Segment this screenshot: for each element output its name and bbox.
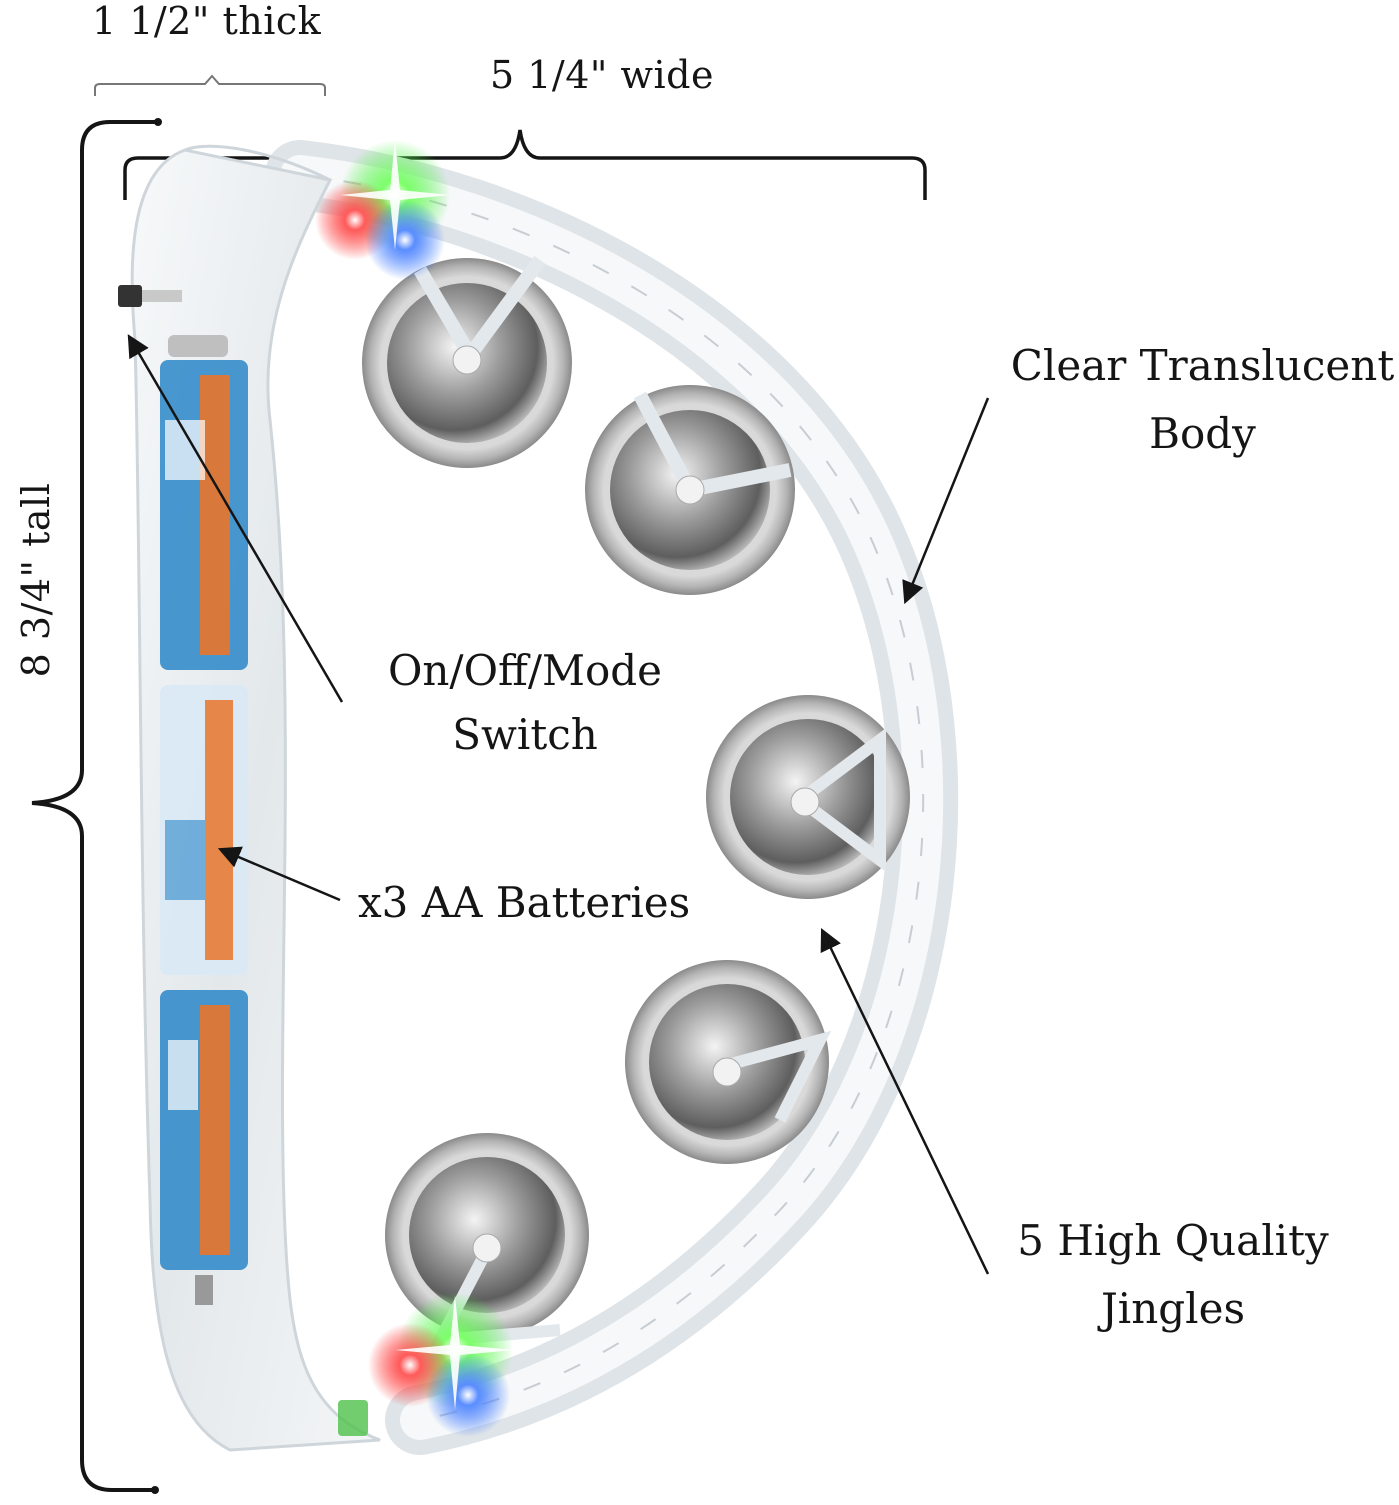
body-callout-line1: Clear Translucent — [1010, 341, 1395, 390]
switch-callout-line2: Switch — [452, 710, 598, 759]
thickness-label: 1 1/2" thick — [92, 0, 322, 43]
arrow-icon — [820, 927, 990, 1275]
switch-callout: On/Off/Mode Switch — [375, 650, 675, 756]
jingle-4 — [625, 960, 832, 1164]
batteries-callout: x3 AA Batteries — [358, 878, 691, 927]
led-light-icon — [315, 140, 450, 280]
body-callout-line2: Body — [1149, 409, 1256, 458]
jingle-1 — [362, 255, 572, 468]
jingle-2 — [585, 385, 795, 595]
battery-pack — [160, 335, 248, 1305]
height-label: 8 3/4" tall — [14, 482, 58, 678]
arrow-icon — [902, 397, 990, 605]
width-label: 5 1/4" wide — [490, 53, 714, 97]
switch-icon — [118, 285, 182, 307]
body-callout: Clear Translucent Body — [1005, 345, 1399, 455]
width-brace — [123, 129, 927, 200]
height-brace — [31, 120, 158, 1492]
led-light-icon — [368, 1292, 515, 1437]
jingles-callout-line1: 5 High Quality — [1017, 1216, 1329, 1265]
jingle-5 — [385, 1133, 589, 1347]
arrow-icon — [217, 846, 341, 902]
jingles-callout: 5 High Quality Jingles — [1008, 1220, 1338, 1330]
switch-callout-line1: On/Off/Mode — [387, 646, 663, 695]
jingle-3 — [706, 695, 910, 899]
thickness-brace — [94, 74, 326, 96]
jingles-callout-line2: Jingles — [1100, 1284, 1246, 1333]
arrow-icon — [127, 334, 344, 703]
